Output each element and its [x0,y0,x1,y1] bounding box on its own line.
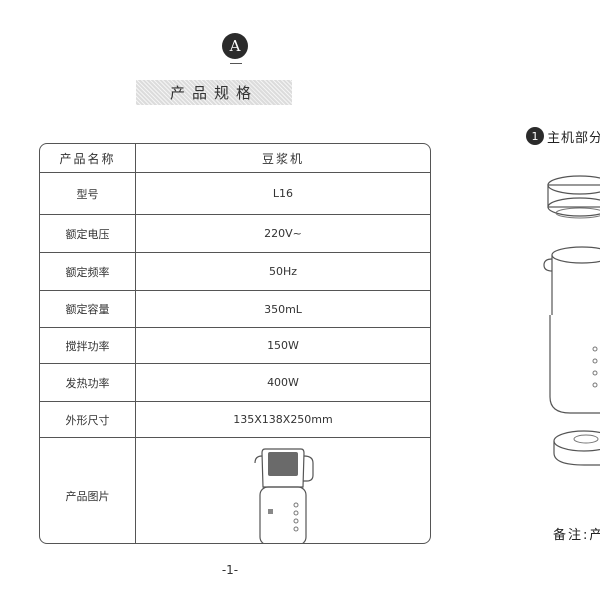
table-row: 型号 L16 [40,173,430,215]
remark-text: 备注:产 [553,528,600,543]
exploded-parts-illustration [543,175,600,466]
section-title: 产品规格 [136,80,292,105]
part-number-badge: 1 [526,127,544,145]
soymilk-maker-illustration [254,447,314,543]
row-label: 型号 [40,173,136,214]
table-header-row: 产品名称 豆浆机 [40,144,430,173]
row-label: 外形尺寸 [40,402,136,437]
table-row: 额定频率 50Hz [40,253,430,291]
row-label: 发热功率 [40,364,136,401]
row-value: 220V~ [264,227,302,240]
table-row: 发热功率 400W [40,364,430,402]
row-value: L16 [272,187,294,200]
page-number: -1- [221,563,239,577]
table-row: 额定容量 350mL [40,291,430,328]
badge-underline [230,63,242,64]
header-label: 产品名称 [40,144,136,172]
row-value: 400W [267,376,299,389]
row-label: 额定频率 [40,253,136,290]
table-row: 额定电压 220V~ [40,215,430,253]
row-label: 额定容量 [40,291,136,327]
header-value: 豆浆机 [261,151,304,166]
row-value: 150W [267,339,299,352]
spec-table: 产品名称 豆浆机 型号 L16 额定电压 220V~ 额定频率 50Hz 额定容… [39,143,431,544]
row-label: 产品图片 [40,438,136,543]
section-letter-badge: A [222,33,248,59]
row-label: 额定电压 [40,215,136,252]
row-value: 350mL [264,302,302,316]
parts-section-title: 主机部分 [547,131,600,146]
table-image-row: 产品图片 [40,438,430,543]
row-value: 135X138X250mm [233,413,333,426]
table-row: 搅拌功率 150W [40,328,430,364]
row-label: 搅拌功率 [40,328,136,363]
table-row: 外形尺寸 135X138X250mm [40,402,430,438]
row-value: 50Hz [268,265,298,278]
product-image-cell [136,438,430,543]
